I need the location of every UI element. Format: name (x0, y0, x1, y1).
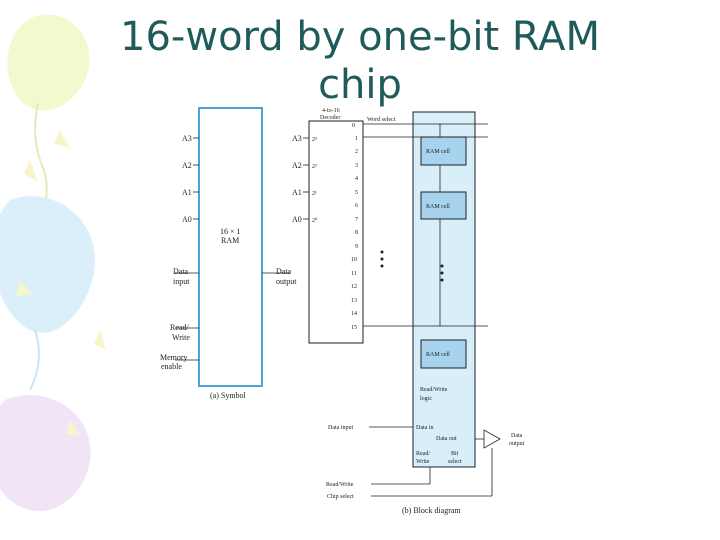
decoder-label-line1: 4-to-16 (322, 108, 340, 114)
block-diagram: 4-to-16 Decoder Word select A3 A2 A1 A0 … (292, 108, 525, 515)
ram-cell-16: RAM cell (420, 339, 467, 369)
block-caption: (b) Block diagram (402, 506, 461, 515)
word-select-lines (363, 123, 488, 327)
decoder-output-3: 3 (355, 163, 358, 169)
symbol-addr-a3: A3 (182, 134, 192, 143)
data-out-label: Data out (436, 436, 457, 442)
symbol-data-input-line2: input (173, 277, 190, 286)
decoder-output-10: 10 (351, 257, 357, 263)
decoder-output-15: 15 (351, 325, 357, 331)
decoder-label-line2: Decoder (320, 115, 340, 121)
decoder-output-13: 13 (351, 298, 357, 304)
decoder-output-14: 14 (351, 311, 357, 317)
symbol-memory-enable-line1: Memory (160, 353, 188, 362)
decoder-output-0: 0 (352, 123, 355, 129)
decoder-output-9: 9 (355, 244, 358, 250)
symbol-addr-a0: A0 (182, 215, 192, 224)
decoder-input-a1: A1 (292, 188, 302, 197)
slide-title-line1: 16-word by one-bit RAM (120, 14, 600, 60)
decoder-weight-3: 2³ (312, 137, 317, 143)
slide-title-line2: chip (318, 62, 402, 108)
chip-select-label: Chip select (327, 494, 354, 500)
decoder-output-2: 2 (355, 149, 358, 155)
symbol-caption: (a) Symbol (210, 391, 247, 400)
block-data-output-line2: output (509, 441, 525, 447)
symbol-data-output-line1: Data (276, 267, 292, 276)
block-read-write-line2: Write (416, 459, 430, 465)
memory-column (412, 111, 476, 468)
ram-cell-2: RAM cell (420, 191, 467, 220)
symbol-addr-a2: A2 (182, 161, 192, 170)
symbol-box (198, 107, 263, 387)
decoder-output-4: 4 (355, 176, 358, 182)
decoder-output-11: 11 (351, 271, 357, 277)
rw-logic-line2: logic (420, 396, 432, 402)
decoder-input-a3: A3 (292, 134, 302, 143)
ram-cell-1-label: RAM cell (426, 149, 450, 155)
decoder-output-1: 1 (355, 136, 358, 142)
ram-cell-16-label: RAM cell (426, 352, 450, 358)
read-write-ext-label: Read/Write (326, 482, 354, 488)
decoder-input-a0: A0 (292, 215, 302, 224)
block-data-input-label: Data input (328, 425, 353, 431)
bit-select-line2: select (448, 459, 462, 465)
decoder-output-7: 7 (355, 217, 358, 223)
decoder-weight-1: 2¹ (312, 191, 317, 197)
decoder-weight-0: 2⁰ (312, 217, 318, 224)
decoder-box (308, 120, 364, 344)
ram-cell-2-label: RAM cell (426, 204, 450, 210)
ram-cell-1: RAM cell (420, 136, 467, 166)
symbol-diagram: A3 A2 A1 A0 16 × 1 RAM Data input Read/ … (160, 107, 297, 400)
ellipsis-dots (380, 250, 444, 282)
symbol-name-line2: RAM (221, 236, 239, 245)
symbol-read-write-line2: Write (172, 333, 190, 342)
symbol-data-output-line2: output (276, 277, 297, 286)
decoder-input-a2: A2 (292, 161, 302, 170)
external-wires (369, 426, 501, 497)
block-data-output-line1: Data (511, 433, 523, 439)
symbol-memory-enable-line2: enable (161, 362, 182, 371)
rw-logic-line1: Read/Write (420, 387, 448, 393)
word-select-label: Word select (367, 117, 396, 123)
decoder-output-5: 5 (355, 190, 358, 196)
symbol-read-write-line1: Read/ (170, 323, 189, 332)
symbol-addr-a1: A1 (182, 188, 192, 197)
symbol-data-input-line1: Data (173, 267, 189, 276)
bit-select-line1: Bit (451, 451, 459, 457)
balloon-decoration (0, 14, 106, 512)
decoder-output-numbers: 0 1 2 3 4 5 6 7 8 9 10 11 12 13 14 15 (351, 123, 358, 331)
data-in-label: Data in (416, 425, 434, 431)
decoder-output-8: 8 (355, 230, 358, 236)
block-read-write-line1: Read/ (416, 451, 430, 457)
decoder-weight-2: 2² (312, 164, 317, 170)
decoder-output-12: 12 (351, 284, 357, 290)
decoder-output-6: 6 (355, 203, 358, 209)
symbol-name-line1: 16 × 1 (220, 227, 241, 236)
